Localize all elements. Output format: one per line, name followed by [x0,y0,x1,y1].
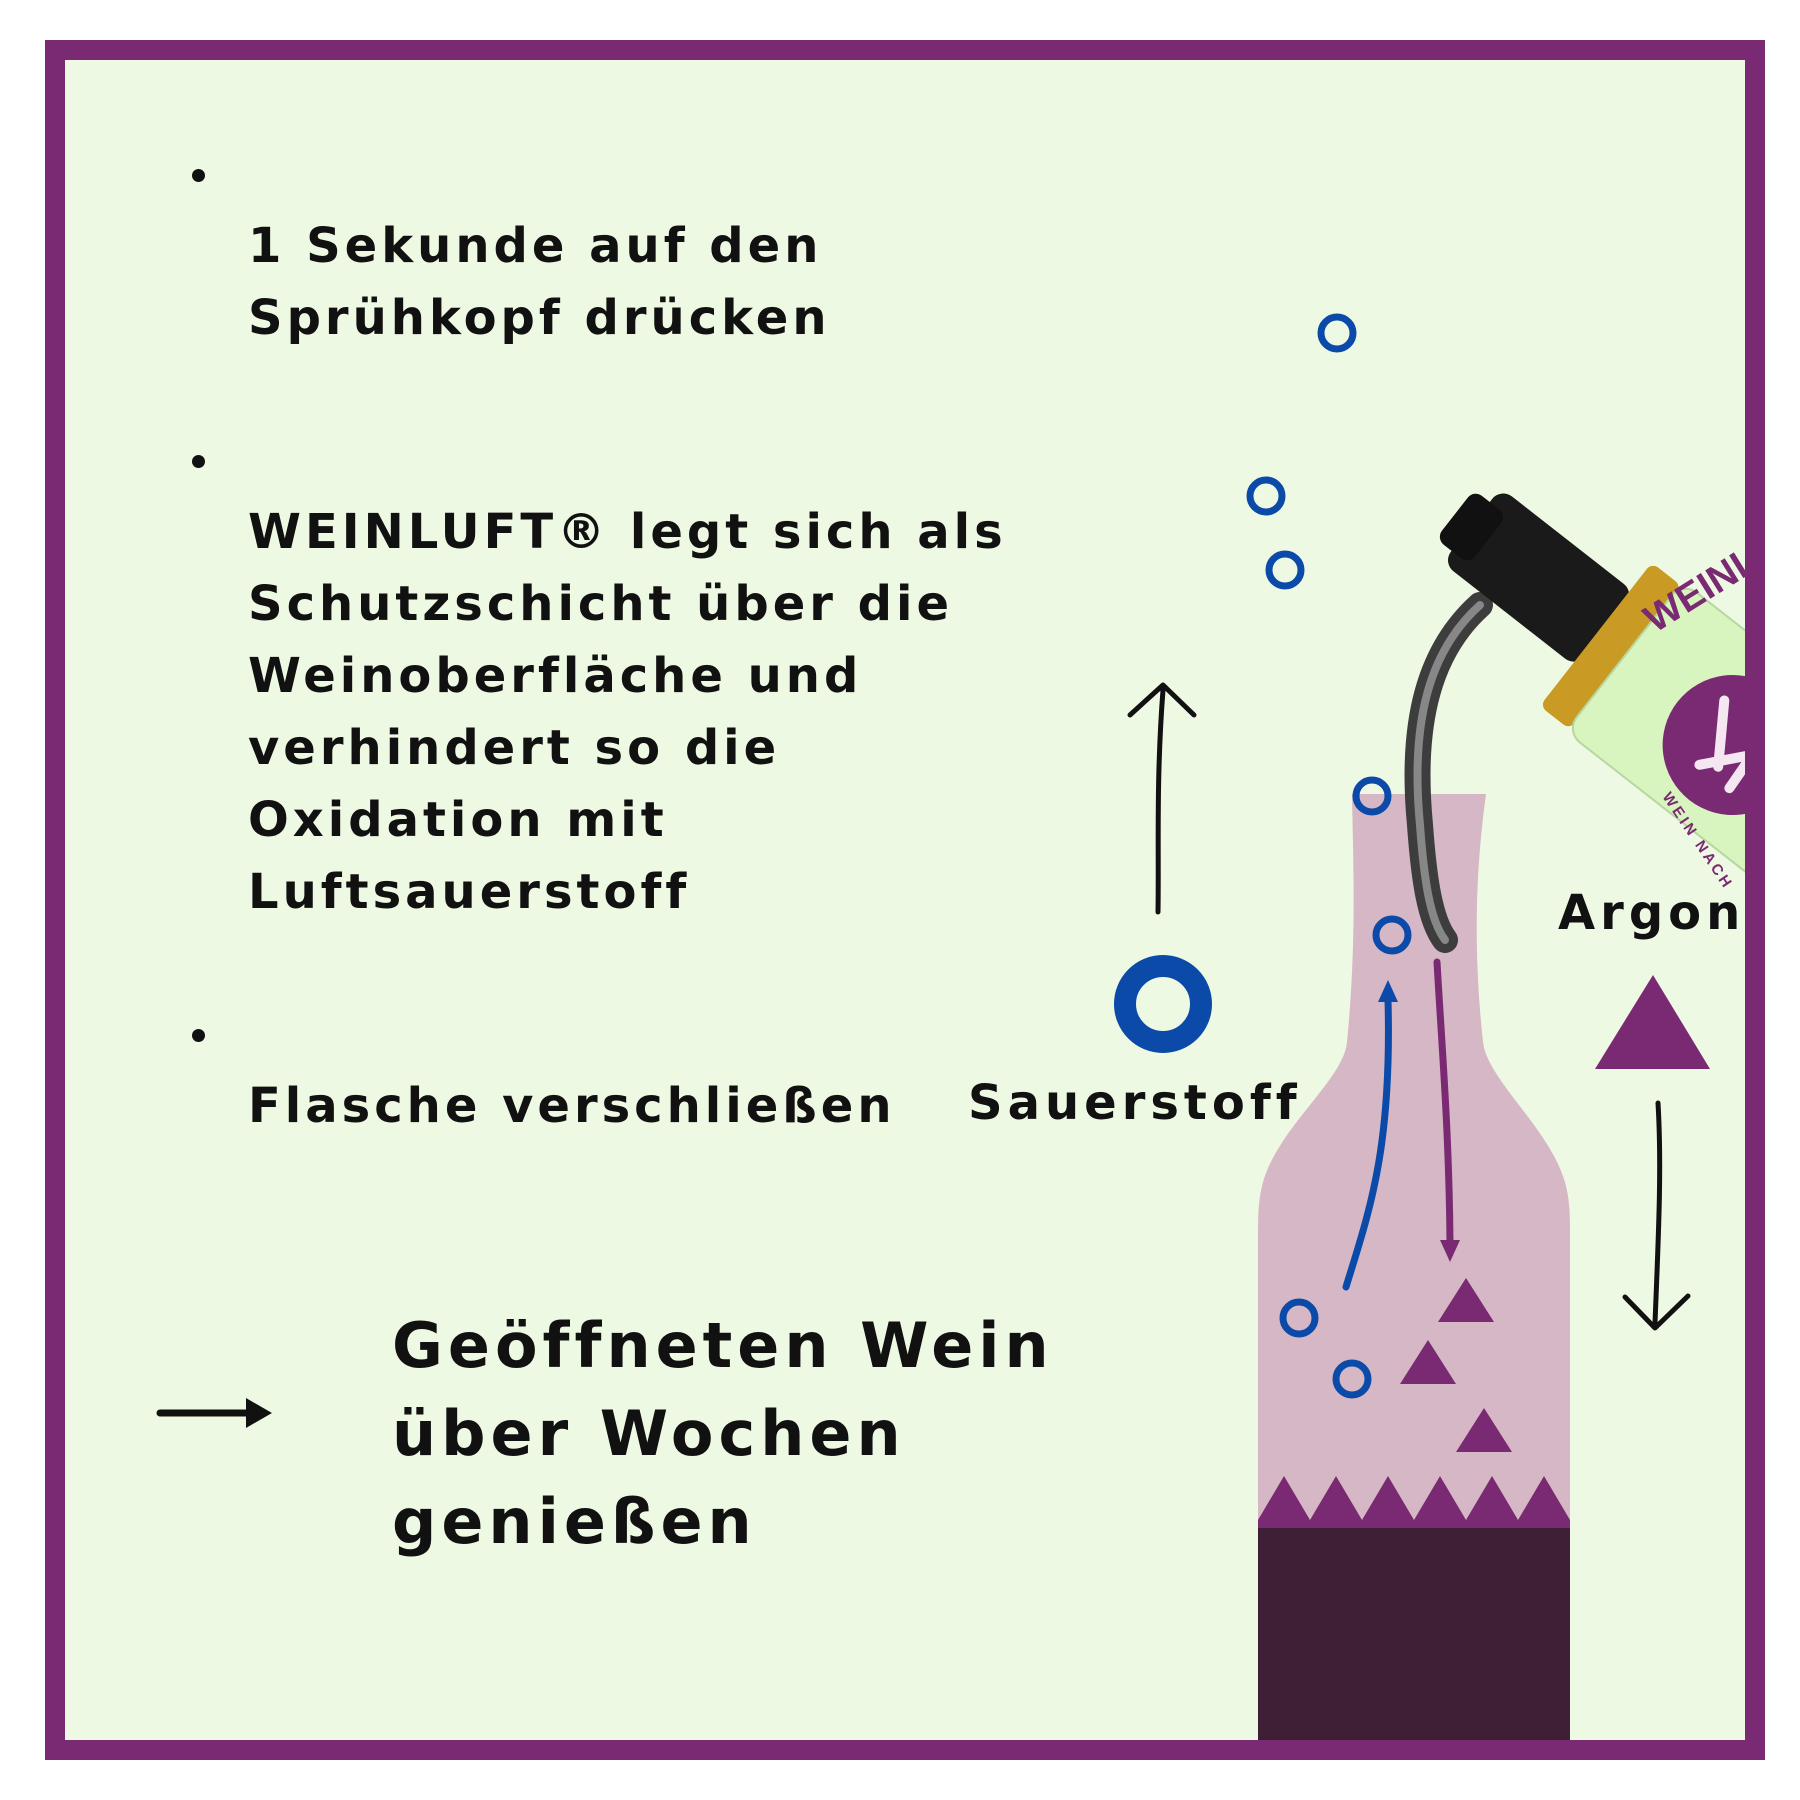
oxygen-label: Sauerstoff [968,1075,1302,1131]
instruction-text: WEINLUFT® legt sich als Schutzschicht üb… [248,504,1007,920]
instruction-list: 1 Sekunde auf den Sprühkopf drücken WEIN… [190,138,1050,1142]
argon-label: Argon [1558,885,1746,941]
instruction-step-close-bottle: Flasche verschließen [190,998,1050,1142]
bullet-dot [192,169,205,182]
instruction-step-protection: WEINLUFT® legt sich als Schutzschicht üb… [190,424,1050,928]
instruction-step-spray: 1 Sekunde auf den Sprühkopf drücken [190,138,1050,354]
instruction-text: 1 Sekunde auf den Sprühkopf drücken [248,218,831,346]
conclusion-text: Geöffneten Wein über Wochen genießen [392,1309,1054,1558]
bullet-dot [192,455,205,468]
bullet-dot [192,1029,205,1042]
instruction-text: Flasche verschließen [248,1078,896,1134]
